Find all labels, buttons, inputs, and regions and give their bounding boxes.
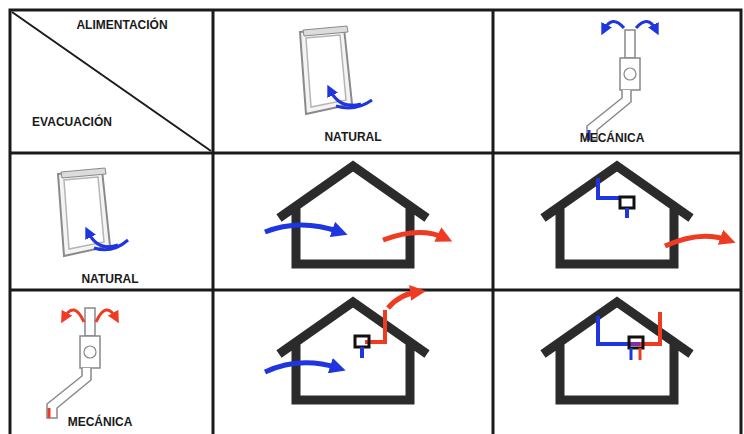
header-label: EVACUACIÓN — [32, 115, 112, 129]
column-label: MECÁNICA — [580, 131, 645, 145]
column-label: NATURAL — [324, 130, 381, 144]
row-label: NATURAL — [81, 272, 138, 286]
header-label: ALIMENTACIÓN — [76, 18, 167, 32]
row-label: MECÁNICA — [68, 415, 133, 429]
